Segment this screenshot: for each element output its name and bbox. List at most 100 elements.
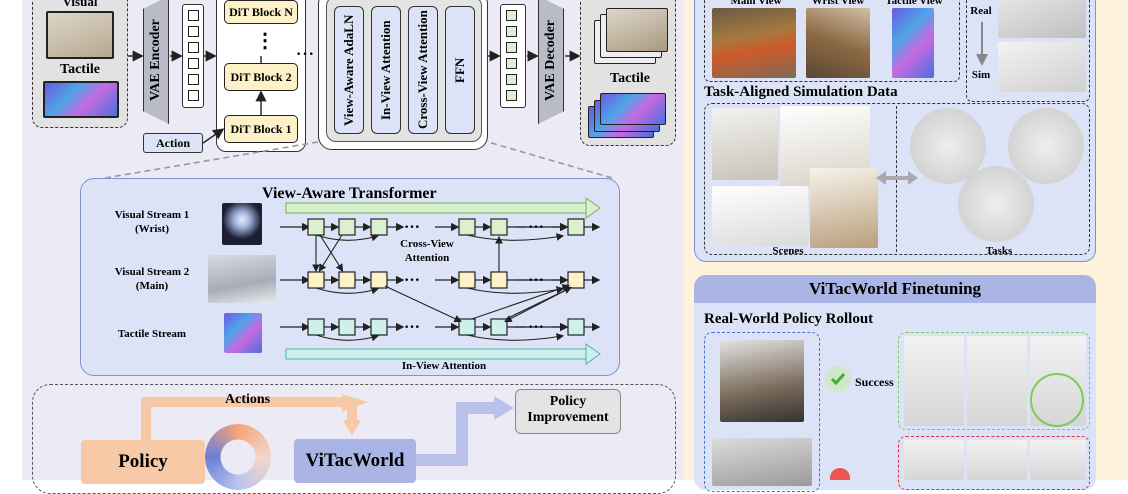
token-visual-5 [490,218,508,236]
tactile-stream-bar-head [585,343,601,365]
stream-2-main-image [208,255,276,303]
vitacworld-box: ViTacWorld [294,439,416,483]
real-robot-image-1 [720,340,804,422]
in-view-label: In-View Attention [401,360,487,372]
stream-1-wrist-image [222,203,262,245]
sim-label: Sim [971,69,991,81]
policy-improvement-box: Policy Improvement [515,389,621,434]
stream-2-sub: (Main) [135,280,169,292]
wrist-view-label: Wrist View [811,0,865,7]
dit-vertical-dots: ⋮ [255,30,275,52]
token-main-4 [458,271,476,289]
action-label: Action [156,135,190,150]
real-sim-box [966,0,1090,102]
task-aligned-title: Task-Aligned Simulation Data [704,84,898,100]
stream-main-skip-arc-2 [466,286,565,294]
dit-block-n-label: DiT Block N [229,4,293,19]
tactile-view-label: Tactile View [885,0,943,7]
failure-frame-1 [904,440,964,480]
input-tactile-label: Tactile [60,62,100,77]
scene-image-3 [712,186,808,246]
cross-edge-5 [384,285,462,323]
token-main-5 [490,271,508,289]
pipeline-arrows [104,50,613,179]
token-visual-2 [338,218,356,236]
transformer-token-graph: ·················· [280,197,601,365]
visual-stream-bar-head [585,197,601,219]
real-scene-image [998,0,1086,38]
latent-token-left-4 [188,58,199,69]
stream-1-sub: (Wrist) [134,223,169,235]
latent-token-right-6 [506,90,517,101]
finetune-title-bar: ViTacWorld Finetuning [694,275,1096,303]
real-robot-image-2 [712,438,812,486]
stream-visual-skip-arc-1 [315,233,380,242]
tactile-stream-bar [285,348,587,360]
stream-visual-dots-2: ··· [528,219,544,236]
actions-label: Actions [225,392,271,407]
stream-main-dots-2: ··· [528,272,544,289]
input-visual-image [46,11,114,59]
loop-cycle-icon [205,424,271,490]
token-main-3 [370,271,388,289]
token-tactile-3 [370,318,388,336]
transformer-title: View-Aware Transformer [262,185,437,202]
token-tactile-6 [567,318,585,336]
token-tactile-2 [338,318,356,336]
stream-tactile-dots-2: ··· [528,319,544,336]
scene-image-4 [810,168,878,248]
main-view-label: Main View [730,0,782,7]
stream-2-name: Visual Stream 2 [114,266,190,278]
dit-block-2-label: DiT Block 2 [230,69,292,84]
scenes-tasks-box [704,103,1090,255]
scenes-label: Scenes [772,245,804,257]
latent-token-right-1 [506,10,517,21]
stream-tactile-skip-arc-2 [466,333,565,341]
stream-1-name: Visual Stream 1 [114,209,190,221]
scene-image-1 [712,108,778,180]
rollout-title: Real-World Policy Rollout [704,311,874,327]
main-view-image [712,8,796,78]
token-main-6 [567,271,585,289]
stream-3-name: Tactile Stream [117,328,187,340]
stream-tactile-skip-arc-1 [315,333,380,342]
cross-view-label-2: Attention [404,252,450,264]
failure-frame-3 [1030,440,1086,480]
dit-block-1-label: DiT Block 1 [230,121,292,136]
real-label: Real [970,5,992,17]
vitacworld-label: ViTacWorld [305,450,405,471]
token-tactile-1 [307,318,325,336]
success-frame-2 [967,336,1027,426]
finetune-title: ViTacWorld Finetuning [808,279,982,298]
success-check-icon [825,366,851,392]
token-visual-3 [370,218,388,236]
cross-edge-8 [504,287,571,323]
latent-token-right-3 [506,42,517,53]
latent-token-right-2 [506,26,517,37]
latent-token-left-1 [188,10,199,21]
wrist-view-image [806,8,870,78]
stream-visual-dots-1: ··· [404,219,420,236]
view-samples-box [704,0,960,82]
real-to-sim-arrow [976,22,988,66]
cross-view-label-1: Cross-View [400,238,454,250]
success-label: Success [855,375,894,389]
token-visual-1 [307,218,325,236]
input-visual-label: Visual [62,0,98,9]
latent-token-left-3 [188,42,199,53]
token-main-1 [307,271,325,289]
stream-3-tactile-image [224,313,262,353]
token-visual-6 [567,218,585,236]
output-visual-frame-1 [606,8,668,52]
token-tactile-5 [490,318,508,336]
latent-token-right-5 [506,74,517,85]
stream-main-skip-arc-1 [315,286,380,295]
token-main-2 [338,271,356,289]
cross-edge-6 [471,284,571,320]
success-rollout-box [898,332,1090,430]
stream-visual-skip-arc-2 [466,233,565,241]
input-tactile-image [43,81,119,118]
success-highlight-circle [1030,373,1084,427]
output-tactile-frame-1 [600,93,666,125]
sim-scene-image [998,42,1086,92]
